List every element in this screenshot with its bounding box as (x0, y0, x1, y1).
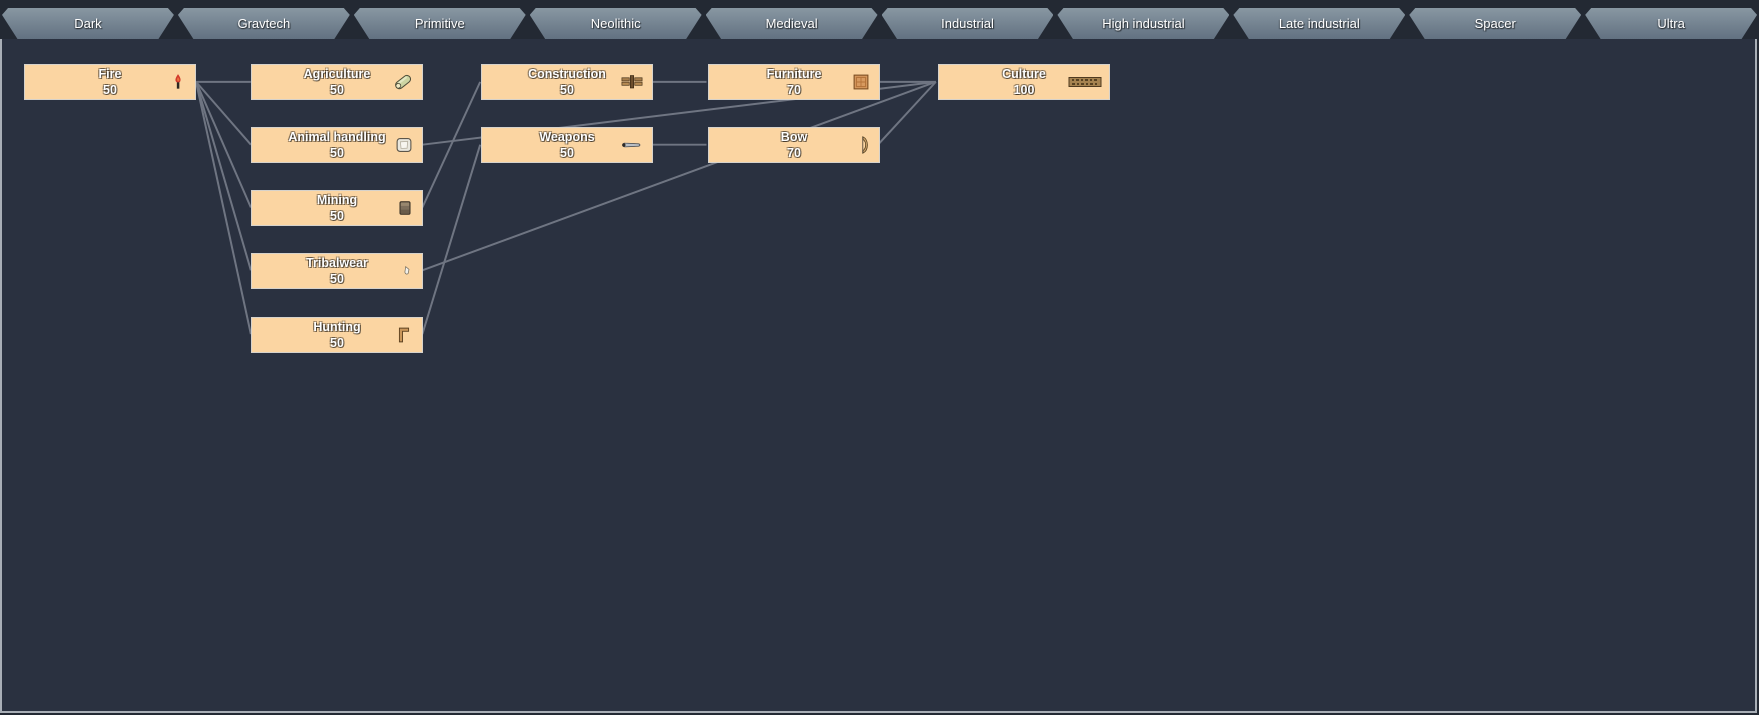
edge-tribalwear-to-culture (422, 80, 937, 272)
tech-node-label: Bow (780, 130, 808, 144)
era-tab-slot: Medieval (704, 8, 880, 39)
tab-label: Primitive (414, 16, 465, 31)
tech-node-text: Tribalwear 50 (252, 255, 422, 287)
tech-node-cost: 50 (560, 83, 574, 97)
tech-node-label: Tribalwear (306, 256, 368, 270)
tab-dark[interactable]: Dark (2, 8, 174, 39)
tech-node-text: Furniture 70 (709, 66, 879, 98)
tech-node-fire[interactable]: Fire 50 (24, 64, 196, 100)
tech-node-cost: 50 (330, 272, 344, 286)
tech-node-cost: 50 (103, 83, 117, 97)
tab-medieval[interactable]: Medieval (705, 8, 878, 39)
edge-fire-to-hunting (195, 81, 252, 335)
edge-fire-to-tribalwear (195, 81, 252, 271)
tech-node-label: Hunting (313, 320, 361, 334)
tab-late-industrial[interactable]: Late industrial (1233, 8, 1406, 39)
era-tab-slot: Dark (0, 8, 176, 39)
tech-node-cost: 50 (330, 209, 344, 223)
tech-node-mining[interactable]: Mining 50 (251, 190, 423, 226)
tab-label: Neolithic (590, 16, 641, 31)
tab-industrial[interactable]: Industrial (881, 8, 1054, 39)
era-tab-slot: High industrial (1055, 8, 1231, 39)
tech-node-hunting[interactable]: Hunting 50 (251, 317, 423, 353)
tech-node-agriculture[interactable]: Agriculture 50 (251, 64, 423, 100)
era-tab-bar: Dark Gravtech Primitive Neolithic Medieval In… (0, 8, 1759, 39)
tech-node-label: Furniture (766, 67, 822, 81)
tech-node-cost: 70 (787, 83, 801, 97)
trap-icon (393, 324, 415, 346)
tab-ultra[interactable]: Ultra (1585, 8, 1758, 39)
carving-icon (1068, 75, 1102, 89)
tech-node-text: Animal handling 50 (252, 129, 422, 161)
tech-node-text: Fire 50 (25, 66, 195, 98)
tab-label: Industrial (941, 16, 994, 31)
cloth-icon (399, 262, 415, 280)
tech-node-label: Culture (1002, 67, 1046, 81)
tech-node-text: Weapons 50 (482, 129, 652, 161)
era-tab-slot: Spacer (1407, 8, 1583, 39)
tech-node-cost: 50 (330, 83, 344, 97)
tech-node-label: Weapons (539, 130, 595, 144)
plant-roll-icon (391, 70, 415, 94)
tab-label: High industrial (1102, 16, 1185, 31)
tab-label: Medieval (765, 16, 818, 31)
tab-label: Gravtech (237, 16, 291, 31)
ore-block-icon (395, 197, 415, 219)
tab-gravtech[interactable]: Gravtech (177, 8, 350, 39)
tech-node-animal-handling[interactable]: Animal handling 50 (251, 127, 423, 163)
tab-neolithic[interactable]: Neolithic (529, 8, 702, 39)
edge-mining-to-construction (421, 81, 482, 208)
tech-node-text: Agriculture 50 (252, 66, 422, 98)
tech-node-text: Bow 70 (709, 129, 879, 161)
club-icon (619, 137, 645, 153)
tech-node-cost: 50 (560, 146, 574, 160)
tech-node-tribalwear[interactable]: Tribalwear 50 (251, 253, 423, 289)
era-tab-slot: Gravtech (176, 8, 352, 39)
tech-node-weapons[interactable]: Weapons 50 (481, 127, 653, 163)
edge-bow-to-culture (877, 81, 937, 146)
tab-label: Late industrial (1278, 16, 1360, 31)
planks-icon (619, 71, 645, 93)
tech-node-cost: 100 (1013, 83, 1035, 97)
era-tab-slot: Ultra (1583, 8, 1759, 39)
tab-spacer[interactable]: Spacer (1409, 8, 1582, 39)
tab-label: Spacer (1474, 16, 1516, 31)
edge-fire-to-mining (195, 81, 252, 208)
tech-node-label: Fire (98, 67, 122, 81)
bow-icon (858, 133, 872, 157)
tab-high-industrial[interactable]: High industrial (1057, 8, 1230, 39)
rug-icon (850, 71, 872, 93)
era-tab-slot: Late industrial (1231, 8, 1407, 39)
tech-node-label: Construction (528, 67, 606, 81)
tech-node-bow[interactable]: Bow 70 (708, 127, 880, 163)
tech-node-furniture[interactable]: Furniture 70 (708, 64, 880, 100)
tech-node-label: Mining (316, 193, 358, 207)
tech-node-culture[interactable]: Culture 100 (938, 64, 1110, 100)
torch-icon (168, 71, 188, 93)
tab-primitive[interactable]: Primitive (353, 8, 526, 39)
era-tab-slot: Industrial (880, 8, 1056, 39)
tech-node-cost: 70 (787, 146, 801, 160)
tech-node-cost: 50 (330, 146, 344, 160)
tech-node-text: Culture 100 (939, 66, 1109, 98)
tech-tree-edges (195, 80, 937, 335)
tab-label: Dark (74, 16, 102, 31)
tech-node-construction[interactable]: Construction 50 (481, 64, 653, 100)
tech-node-label: Agriculture (303, 67, 371, 81)
tech-node-label: Animal handling (288, 130, 386, 144)
era-tab-slot: Neolithic (528, 8, 704, 39)
tab-label: Ultra (1657, 16, 1685, 31)
hide-icon (393, 134, 415, 156)
tech-node-text: Construction 50 (482, 66, 652, 98)
era-tab-slot: Primitive (352, 8, 528, 39)
edge-fire-to-animal-handling (195, 81, 252, 146)
tech-node-text: Mining 50 (252, 192, 422, 224)
edge-hunting-to-weapons (421, 144, 482, 335)
tech-node-cost: 50 (330, 336, 344, 350)
tech-node-text: Hunting 50 (252, 319, 422, 351)
